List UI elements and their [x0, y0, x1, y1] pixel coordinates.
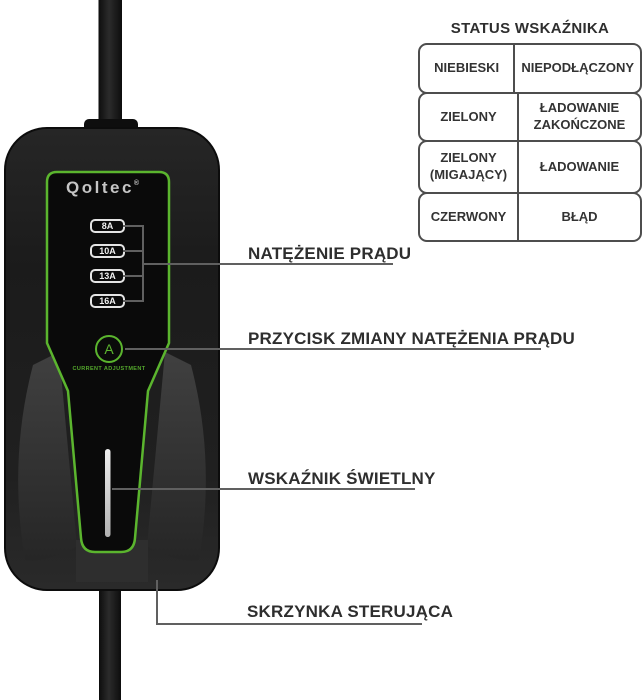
table-row: ZIELONY ŁADOWANIE ZAKOŃCZONE: [418, 92, 642, 142]
current-level-8a: 8A: [90, 219, 125, 233]
bottom-cable: [99, 572, 121, 700]
table-row: ZIELONY (MIGAJĄCY) ŁADOWANIE: [418, 140, 642, 194]
tick-13a-line: [123, 275, 144, 277]
tick-8a-line: [123, 225, 144, 227]
table-row: NIEBIESKI NIEPODŁĄCZONY: [418, 43, 642, 94]
table-row: CZERWONY BŁĄD: [418, 192, 642, 242]
left-wing-shading: [18, 352, 77, 561]
indicator-meaning-cell: BŁĄD: [561, 208, 598, 224]
leader-control-box: [156, 623, 422, 625]
current-adjust-button: A: [95, 335, 123, 363]
label-control-box: SKRZYNKA STERUJĄCA: [247, 602, 454, 621]
indicator-meaning-cell: ŁADOWANIE: [539, 158, 620, 174]
brand-logo: Qoltec®: [66, 178, 161, 198]
status-table-title: STATUS WSKAŹNIKA: [450, 20, 610, 37]
tick-16a-line: [123, 300, 144, 302]
label-adjust-button: PRZYCISK ZMIANY NATĘŻENIA PRĄDU: [248, 329, 576, 348]
indicator-meaning-cell: NIEPODŁĄCZONY: [521, 60, 634, 76]
indicator-color-cell: CZERWONY: [420, 194, 519, 240]
current-level-13a: 13A: [90, 269, 125, 283]
indicator-color-cell: ZIELONY: [420, 94, 519, 140]
current-level-16a: 16A: [90, 294, 125, 308]
right-wing-shading: [147, 352, 206, 561]
registered-mark: ®: [133, 180, 140, 187]
leader-light-indicator: [112, 488, 415, 490]
leader-adjust-button: [125, 348, 541, 350]
label-light-indicator: WSKAŹNIK ŚWIETLNY: [248, 469, 436, 488]
brand-logo-text: Qoltec: [66, 178, 134, 197]
indicator-color-cell: ZIELONY (MIGAJĄCY): [420, 142, 519, 192]
top-cable: [98, 0, 122, 132]
tick-10a-line: [123, 250, 144, 252]
leader-control-box-vertical: [156, 580, 158, 625]
current-level-10a: 10A: [90, 244, 125, 258]
label-current-levels: NATĘŻENIE PRĄDU: [248, 244, 412, 263]
indicator-meaning-cell: ŁADOWANIE ZAKOŃCZONE: [533, 100, 626, 132]
current-adjust-caption: CURRENT ADJUSTMENT: [72, 366, 146, 372]
leader-current-levels: [142, 263, 393, 265]
status-table: NIEBIESKI NIEPODŁĄCZONY ZIELONY ŁADOWANI…: [418, 43, 642, 242]
indicator-color-cell: NIEBIESKI: [420, 45, 516, 92]
light-indicator-bar: [105, 449, 111, 537]
